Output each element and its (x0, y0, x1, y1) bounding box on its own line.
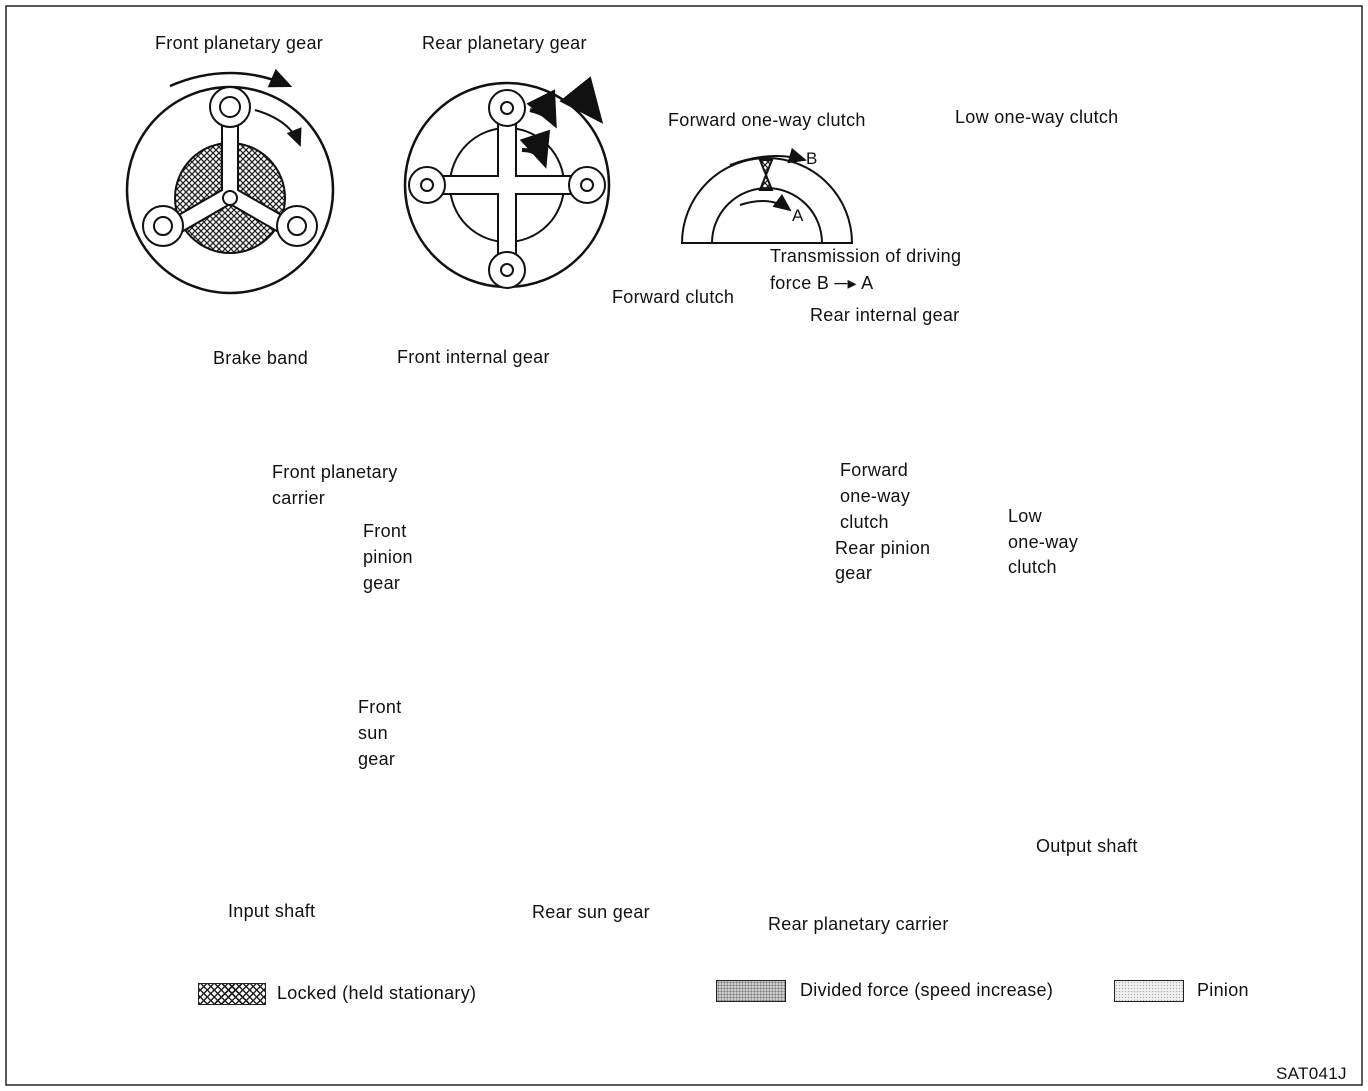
legend-swatch-pinion (1114, 980, 1184, 1002)
label-rear-pinion-gear-1: Rear pinion (835, 538, 931, 558)
transmission-line-2: force B ─▸ A (770, 273, 874, 293)
label-low-owc-3: clutch (1008, 557, 1057, 577)
title-low-one-way-clutch: Low one-way clutch (955, 107, 1119, 127)
label-front-pinion-gear-1: Front (363, 521, 407, 541)
label-rear-internal-gear: Rear internal gear (810, 305, 960, 325)
legend-label-divided: Divided force (speed increase) (800, 980, 1054, 1000)
label-forward-owc-2: one-way (840, 486, 911, 506)
label-front-pinion-gear-2: pinion (363, 547, 413, 567)
label-rear-pinion-gear-2: gear (835, 563, 873, 583)
front-planetary-gear-view (125, 68, 335, 295)
owc-mark-a: A (792, 206, 804, 225)
label-forward-owc-3: clutch (840, 512, 889, 532)
label-front-sun-gear-2: sun (358, 723, 388, 743)
figure-code: SAT041J (1276, 1064, 1347, 1083)
label-front-planetary-carrier-2: carrier (272, 488, 326, 508)
label-rear-sun-gear: Rear sun gear (532, 902, 650, 922)
label-forward-owc-1: Forward (840, 460, 909, 480)
title-forward-one-way-clutch: Forward one-way clutch (668, 110, 866, 130)
label-front-pinion-gear-3: gear (363, 573, 401, 593)
label-low-owc-1: Low (1008, 506, 1042, 526)
owc-mark-b: B (806, 149, 818, 168)
label-front-sun-gear-1: Front (358, 697, 402, 717)
transmission-line-1: Transmission of driving (770, 246, 962, 266)
label-forward-clutch: Forward clutch (612, 287, 735, 307)
legend-swatch-locked (198, 983, 266, 1005)
title-front-planetary-gear: Front planetary gear (155, 33, 324, 53)
label-front-sun-gear-3: gear (358, 749, 396, 769)
title-rear-planetary-gear: Rear planetary gear (422, 33, 587, 53)
label-brake-band: Brake band (213, 348, 309, 368)
legend-label-locked: Locked (held stationary) (277, 983, 477, 1003)
rear-planetary-gear-view (403, 76, 611, 289)
label-input-shaft: Input shaft (228, 901, 316, 921)
label-rear-planetary-carrier: Rear planetary carrier (768, 914, 949, 934)
label-output-shaft: Output shaft (1036, 836, 1138, 856)
label-front-planetary-carrier-1: Front planetary (272, 462, 398, 482)
forward-owc-view (680, 147, 854, 244)
legend-label-pinion: Pinion (1197, 980, 1249, 1000)
label-front-internal-gear: Front internal gear (397, 347, 550, 367)
legend-swatch-divided (716, 980, 786, 1002)
label-low-owc-2: one-way (1008, 532, 1079, 552)
frame-border (5, 5, 1363, 1086)
